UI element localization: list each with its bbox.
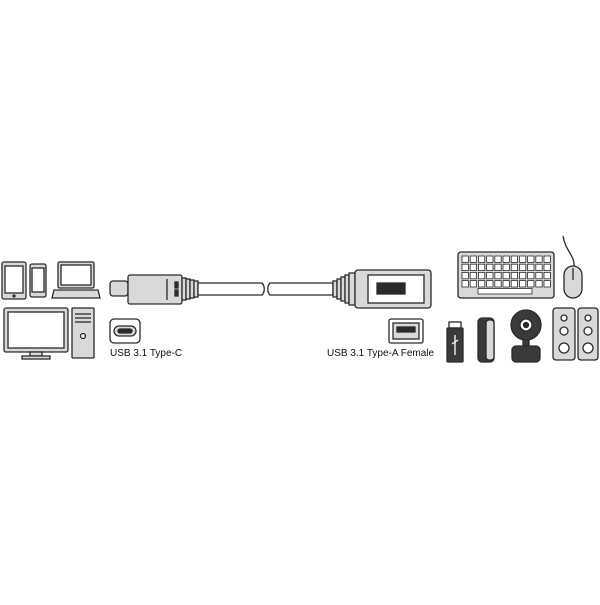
keyboard-key: [535, 263, 543, 272]
keyboard-key: [543, 255, 551, 263]
strain-relief-right: [332, 272, 356, 306]
tablet-icon: [1, 261, 27, 300]
keyboard-key: [527, 280, 535, 288]
keyboard-key: [486, 280, 494, 288]
keyboard-key: [494, 255, 502, 263]
keyboard-spacebar: [477, 288, 533, 295]
keyboard-key: [519, 255, 527, 263]
webcam-icon: [510, 309, 542, 363]
monitor-icon: [3, 307, 69, 360]
keyboard-key: [486, 255, 494, 263]
cable: [197, 282, 334, 296]
keyboard-key: [469, 271, 478, 280]
keyboard-key: [461, 280, 469, 288]
speaker-right-icon: [577, 307, 599, 361]
keyboard-key: [477, 271, 486, 280]
keyboard-key: [510, 280, 519, 288]
keyboard-key: [494, 280, 502, 288]
keyboard-key: [527, 263, 535, 272]
keyboard-icon: [457, 251, 555, 299]
keyboard-key: [477, 255, 486, 263]
keyboard-key: [527, 271, 535, 280]
keyboard-key: [461, 263, 469, 272]
keyboard-key: [486, 263, 494, 272]
usb-type-a-female-housing: [354, 269, 432, 309]
keyboard-key: [477, 263, 486, 272]
keyboard-key: [461, 255, 469, 263]
keyboard-key: [535, 255, 543, 263]
laptop-icon: [51, 261, 101, 299]
keyboard-key: [477, 280, 486, 288]
keyboard-key: [535, 271, 543, 280]
usb-type-c-plug: [109, 274, 183, 305]
keyboard-key: [519, 280, 527, 288]
keyboard-key: [502, 255, 510, 263]
keyboard-key: [461, 271, 469, 280]
strain-relief-left: [181, 277, 199, 301]
desktop-tower-icon: [71, 307, 95, 359]
usb-type-c-port-icon: [109, 318, 141, 344]
usb-type-a-port-icon: [388, 318, 424, 344]
keyboard-key: [519, 263, 527, 272]
keyboard-key: [510, 255, 519, 263]
keyboard-key: [494, 263, 502, 272]
keyboard-key: [494, 271, 502, 280]
keyboard-key: [486, 271, 494, 280]
keyboard-key: [502, 271, 510, 280]
keyboard-key: [543, 263, 551, 272]
usb-stick-icon: [446, 321, 464, 363]
keyboard-key: [543, 280, 551, 288]
keyboard-key: [502, 263, 510, 272]
keyboard-key: [469, 255, 478, 263]
type-c-label: USB 3.1 Type-C: [110, 348, 183, 359]
smartphone-icon: [29, 263, 47, 298]
keyboard-key: [543, 271, 551, 280]
keyboard-key: [527, 255, 535, 263]
keyboard-key: [519, 271, 527, 280]
keyboard-key: [535, 280, 543, 288]
external-drive-icon: [477, 317, 495, 363]
speaker-left-icon: [552, 307, 576, 361]
keyboard-key: [510, 271, 519, 280]
type-a-female-label: USB 3.1 Type-A Female: [327, 348, 435, 359]
keyboard-key: [469, 280, 478, 288]
keyboard-key: [510, 263, 519, 272]
keyboard-key: [469, 263, 478, 272]
keyboard-key: [502, 280, 510, 288]
mouse-icon: [562, 235, 583, 299]
